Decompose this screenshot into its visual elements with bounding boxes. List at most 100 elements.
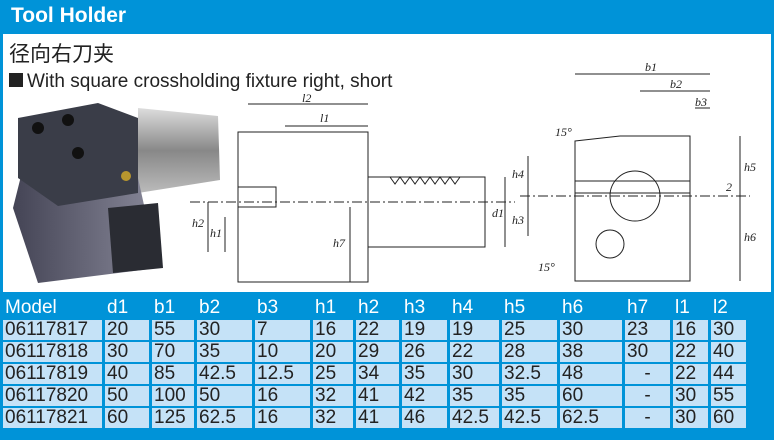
table-cell: 20 (105, 320, 149, 340)
title-bar: Tool Holder (11, 4, 127, 27)
table-cell: 44 (711, 364, 746, 384)
table-cell: 26 (402, 342, 447, 362)
table-cell: 46 (402, 408, 447, 428)
table-cell: 25 (313, 364, 353, 384)
column-header-h6: h6 (560, 298, 622, 318)
table-cell: 06117818 (3, 342, 102, 362)
table-cell: 22 (450, 342, 499, 362)
table-cell: 30 (450, 364, 499, 384)
table-cell: 50 (197, 386, 252, 406)
column-header-b3: b3 (255, 298, 310, 318)
table-cell: 35 (197, 342, 252, 362)
table-cell: 125 (152, 408, 194, 428)
table-cell: 35 (502, 386, 557, 406)
table-cell: 7 (255, 320, 310, 340)
table-cell: 23 (625, 320, 670, 340)
front-view-drawing: b1 b2 b3 15° h4 h3 h5 2 h6 15° (512, 60, 756, 282)
table-cell: 60 (711, 408, 746, 428)
column-header-h1: h1 (313, 298, 353, 318)
table-cell: 06117819 (3, 364, 102, 384)
table-cell: 55 (152, 320, 194, 340)
label-2: 2 (726, 180, 732, 194)
table-cell: 62.5 (197, 408, 252, 428)
subtitle-cn: 径向右刀夹 (9, 42, 114, 66)
table-cell: 40 (711, 342, 746, 362)
table-cell: 16 (313, 320, 353, 340)
table-cell: 41 (356, 386, 399, 406)
label-h3: h3 (512, 213, 524, 227)
table-cell: 42.5 (197, 364, 252, 384)
description: With square crossholding fixture right, … (9, 71, 392, 93)
label-l2: l2 (302, 92, 311, 105)
table-cell: 12.5 (255, 364, 310, 384)
column-header-h4: h4 (450, 298, 499, 318)
table-cell: 32 (313, 386, 353, 406)
table-cell: 100 (152, 386, 194, 406)
table-cell: 16 (673, 320, 708, 340)
column-header-b2: b2 (197, 298, 252, 318)
label-h5: h5 (744, 160, 756, 174)
label-b3: b3 (695, 95, 707, 109)
table-cell: 30 (711, 320, 746, 340)
table-cell: 06117817 (3, 320, 102, 340)
table-cell: 50 (105, 386, 149, 406)
table-cell: 06117820 (3, 386, 102, 406)
table-cell: 22 (673, 342, 708, 362)
table-cell: 32.5 (502, 364, 557, 384)
column-header-h3: h3 (402, 298, 447, 318)
table-cell: 42.5 (450, 408, 499, 428)
table-cell: 48 (560, 364, 622, 384)
table-cell: - (625, 408, 670, 428)
label-angle-bottom: 15° (538, 260, 555, 274)
table-cell: 06117821 (3, 408, 102, 428)
table-cell: - (625, 364, 670, 384)
label-h7: h7 (333, 236, 346, 250)
label-h1: h1 (210, 226, 222, 240)
table-cell: 70 (152, 342, 194, 362)
label-b2: b2 (670, 77, 682, 91)
table-cell: 62.5 (560, 408, 622, 428)
table-cell: 30 (560, 320, 622, 340)
bullet-square-icon (9, 73, 23, 87)
column-header-h2: h2 (356, 298, 399, 318)
table-cell: 19 (402, 320, 447, 340)
table-cell: 85 (152, 364, 194, 384)
table-cell: 16 (255, 408, 310, 428)
label-angle-top: 15° (555, 125, 572, 139)
table-cell: 60 (105, 408, 149, 428)
table-cell: 30 (105, 342, 149, 362)
table-cell: 29 (356, 342, 399, 362)
table-cell: 41 (356, 408, 399, 428)
table-cell: 22 (356, 320, 399, 340)
table-cell: 40 (105, 364, 149, 384)
table-cell: 16 (255, 386, 310, 406)
table-cell: 35 (402, 364, 447, 384)
product-photo (13, 103, 220, 283)
table-cell: 19 (450, 320, 499, 340)
table-cell: 60 (560, 386, 622, 406)
column-header-b1: b1 (152, 298, 194, 318)
table-cell: 34 (356, 364, 399, 384)
table-cell: - (625, 386, 670, 406)
side-view-drawing: l2 l1 h2 h1 h7 d1 (190, 92, 515, 283)
column-header-h5: h5 (502, 298, 557, 318)
label-h6: h6 (744, 230, 756, 244)
column-header-h7: h7 (625, 298, 670, 318)
table-cell: 30 (673, 408, 708, 428)
table-cell: 38 (560, 342, 622, 362)
column-header-model: Model (3, 298, 102, 318)
label-d1: d1 (492, 206, 504, 220)
table-cell: 10 (255, 342, 310, 362)
table-cell: 32 (313, 408, 353, 428)
label-l1: l1 (320, 111, 329, 125)
table-cell: 20 (313, 342, 353, 362)
column-header-l2: l2 (711, 298, 746, 318)
label-h2: h2 (192, 216, 204, 230)
table-cell: 25 (502, 320, 557, 340)
